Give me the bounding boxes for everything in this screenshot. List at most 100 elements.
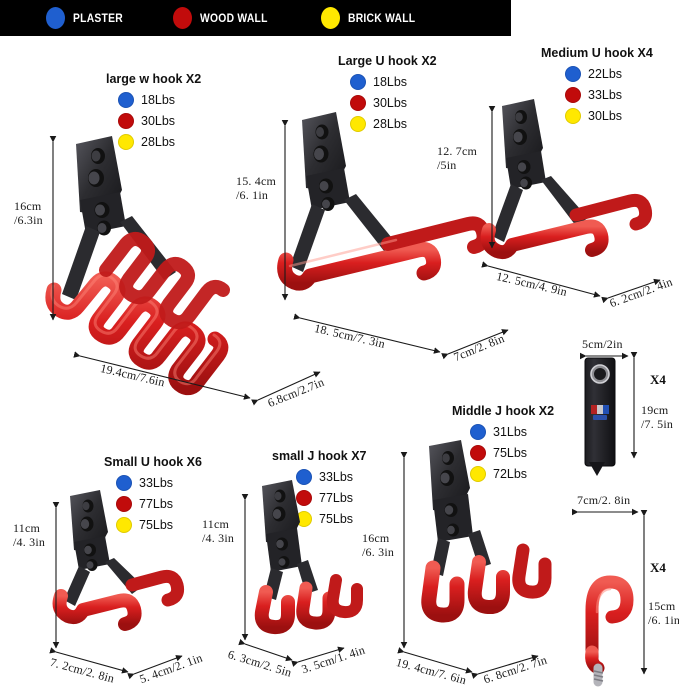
wall-type-legend-bar: PLASTER WOOD WALL BRICK WALL	[0, 0, 511, 36]
dim-line-2: /6. 1in	[236, 187, 269, 202]
spec-large-w-hook: large w hook X2 18Lbs 30Lbs 28Lbs	[106, 72, 201, 152]
weight-value: 30Lbs	[588, 108, 623, 123]
product-title-large-u-hook: Large U hook X2	[338, 54, 437, 68]
dim-line-1: 16cm	[14, 199, 42, 213]
dimension-label-small-j-hook-height: 11cm /4. 3in	[202, 517, 235, 546]
yellow-dot-icon	[565, 107, 581, 124]
quantity-label-black-strap: X4	[650, 372, 666, 387]
legend-item-wood-wall: WOOD WALL	[173, 7, 279, 29]
yellow-dot-icon	[320, 7, 340, 29]
yellow-dot-icon	[470, 465, 486, 482]
yellow-dot-icon	[116, 516, 132, 533]
product-title-small-u-hook: Small U hook X6	[104, 455, 202, 469]
yellow-dot-icon	[118, 133, 134, 150]
dim-line-2: /6. 1in	[648, 612, 679, 627]
spec-large-u-hook: Large U hook X2 18Lbs 30Lbs 28Lbs	[338, 54, 437, 134]
weight-value: 30Lbs	[373, 95, 408, 110]
dim-line-2: /6. 3in	[362, 544, 395, 559]
product-image-small-j-hook	[240, 480, 420, 660]
weight-value: 75Lbs	[493, 445, 528, 460]
blue-dot-icon	[350, 73, 366, 90]
product-image-middle-j-hook	[405, 440, 605, 650]
blue-dot-icon	[470, 423, 486, 440]
spec-small-j-hook: small J hook X7 33Lbs 77Lbs 75Lbs	[272, 449, 366, 529]
dimension-label-small-u-hook-width: 7. 2cm/2. 8in	[48, 655, 116, 686]
weight-value: 22Lbs	[588, 66, 623, 81]
weight-row-wood: 77Lbs	[116, 493, 202, 514]
product-title-small-j-hook: small J hook X7	[272, 449, 367, 463]
weight-value: 28Lbs	[373, 116, 408, 131]
yellow-dot-icon	[350, 115, 366, 132]
dimension-label-screw-in-hook-height: 15cm /6. 1in	[648, 599, 679, 628]
red-dot-icon	[296, 489, 312, 506]
dimension-label-black-strap-height: 19cm /7. 5in	[641, 403, 674, 432]
product-title-large-w-hook: large w hook X2	[106, 72, 202, 86]
product-image-small-u-hook	[48, 490, 228, 660]
red-dot-icon	[118, 112, 134, 129]
dimension-label-large-u-hook-height: 15. 4cm /6. 1in	[236, 174, 277, 203]
dimension-label-middle-j-hook-width: 19. 4cm/7. 6in	[394, 655, 468, 688]
weight-row-wood: 75Lbs	[470, 442, 554, 463]
legend-item-plaster: PLASTER	[46, 7, 131, 29]
product-image-large-u-hook	[276, 110, 526, 350]
weight-row-plaster: 22Lbs	[565, 63, 653, 84]
dim-line-2: /7. 5in	[641, 416, 674, 431]
weight-row-brick: 30Lbs	[565, 105, 653, 126]
weight-row-wood: 33Lbs	[565, 84, 653, 105]
weight-value: 77Lbs	[319, 490, 354, 505]
product-image-screw-in-hook	[568, 552, 648, 687]
red-dot-icon	[470, 444, 486, 461]
blue-dot-icon	[296, 468, 312, 485]
red-dot-icon	[173, 7, 193, 29]
dimension-label-black-strap-width: 5cm/2in	[582, 337, 623, 351]
spec-small-u-hook: Small U hook X6 33Lbs 77Lbs 75Lbs	[104, 455, 202, 535]
blue-dot-icon	[116, 474, 132, 491]
dim-line-1: 11cm	[202, 517, 230, 531]
dimension-label-large-w-hook-height: 16cm /6.3in	[14, 199, 43, 228]
red-dot-icon	[116, 495, 132, 512]
dim-line-1: 16cm	[362, 531, 390, 545]
weight-value: 75Lbs	[319, 511, 354, 526]
dim-line-2: /4. 3in	[13, 534, 46, 549]
dimension-label-large-w-hook-depth: 6.8cm/2.7in	[265, 374, 327, 411]
weight-value: 33Lbs	[588, 87, 623, 102]
dimension-label-middle-j-hook-height: 16cm /6. 3in	[362, 531, 395, 560]
product-title-medium-u-hook: Medium U hook X4	[541, 46, 653, 60]
dimension-label-screw-in-hook-width: 7cm/2. 8in	[577, 493, 631, 507]
dim-line-1: 19cm	[641, 403, 669, 417]
weight-value: 33Lbs	[319, 469, 354, 484]
weight-row-plaster: 18Lbs	[118, 89, 201, 110]
weight-value: 30Lbs	[141, 113, 176, 128]
legend-label-plaster: PLASTER	[73, 11, 123, 25]
weight-row-brick: 28Lbs	[118, 131, 201, 152]
dimension-label-medium-u-hook-height: 12. 7cm /5in	[437, 144, 478, 173]
weight-row-wood: 77Lbs	[296, 487, 366, 508]
spec-middle-j-hook: Middle J hook X2 31Lbs 75Lbs 72Lbs	[452, 404, 554, 484]
dim-line-2: /6.3in	[14, 212, 43, 227]
dim-line-1: 11cm	[13, 521, 41, 535]
dim-line-2: /5in	[437, 157, 457, 172]
red-dot-icon	[565, 86, 581, 103]
dim-line-2: /4. 3in	[202, 530, 235, 545]
product-title-middle-j-hook: Middle J hook X2	[452, 404, 555, 418]
weight-value: 28Lbs	[141, 134, 176, 149]
quantity-label-screw-in-hook: X4	[650, 560, 666, 575]
dim-line-1: 15cm	[648, 599, 676, 613]
weight-row-brick: 75Lbs	[296, 508, 366, 529]
weight-value: 33Lbs	[139, 475, 174, 490]
dim-line-1: 15. 4cm	[236, 174, 277, 188]
weight-row-brick: 28Lbs	[350, 113, 437, 134]
red-dot-icon	[350, 94, 366, 111]
blue-dot-icon	[118, 91, 134, 108]
legend-label-wood-wall: WOOD WALL	[200, 11, 268, 25]
weight-row-plaster: 33Lbs	[296, 466, 366, 487]
product-image-black-strap	[583, 357, 633, 478]
weight-row-brick: 75Lbs	[116, 514, 202, 535]
weight-row-plaster: 18Lbs	[350, 71, 437, 92]
weight-value: 75Lbs	[139, 517, 174, 532]
weight-value: 18Lbs	[141, 92, 176, 107]
spec-medium-u-hook: Medium U hook X4 22Lbs 33Lbs 30Lbs	[541, 46, 653, 126]
weight-value: 18Lbs	[373, 74, 408, 89]
weight-row-brick: 72Lbs	[470, 463, 554, 484]
dim-line-1: 12. 7cm	[437, 144, 478, 158]
